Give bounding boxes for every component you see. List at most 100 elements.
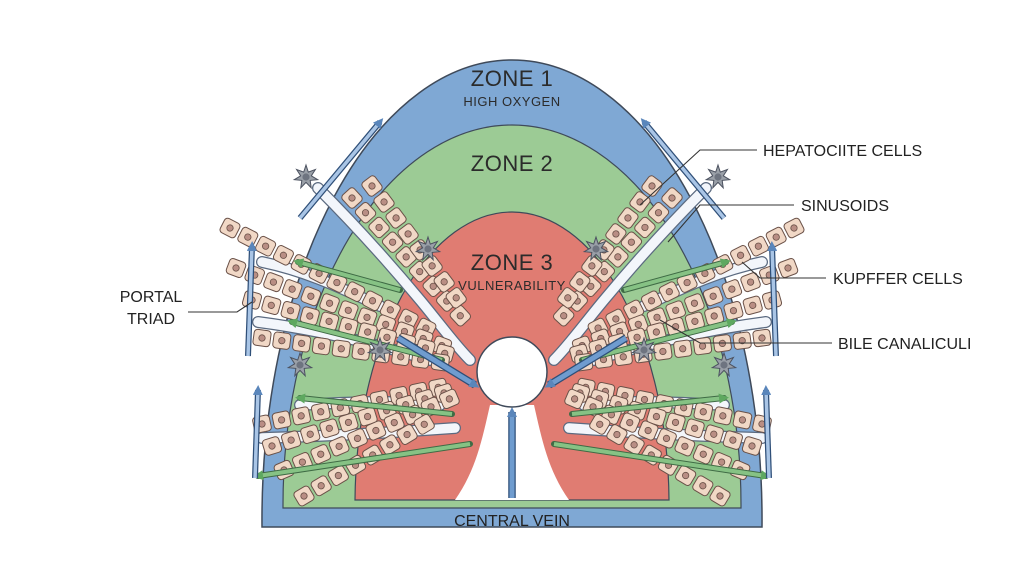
hepatocyte-cell-icon bbox=[692, 475, 714, 497]
hepatocyte-cell-icon bbox=[381, 231, 404, 253]
hepatocyte-cell-icon bbox=[589, 413, 611, 435]
hepatocyte-cell-icon bbox=[732, 410, 753, 430]
hepatocyte-cell-icon bbox=[673, 339, 693, 358]
hepatocyte-cell-icon bbox=[605, 223, 627, 245]
kupffer-cell-icon bbox=[286, 351, 314, 378]
hepatocyte-cell-icon bbox=[620, 231, 643, 253]
bile-flow-arrow-icon bbox=[553, 442, 771, 481]
kupffer-cell-icon bbox=[704, 163, 732, 190]
blood-flow-arrow-icon bbox=[298, 118, 384, 220]
hepatocyte-cell-icon bbox=[310, 444, 332, 465]
hepatocyte-cell-icon bbox=[752, 328, 772, 348]
hepatocyte-cell-icon bbox=[326, 272, 348, 293]
blood-flow-group bbox=[245, 118, 779, 498]
hepatocyte-cell-icon bbox=[237, 226, 259, 248]
hepatocyte-cell-icon bbox=[692, 444, 714, 465]
hepatocyte-cell-icon bbox=[557, 287, 579, 309]
hepatocyte-cell-icon bbox=[740, 272, 761, 293]
zone-1-subtitle: HIGH OXYGEN bbox=[463, 94, 560, 109]
blood-flow-arrow-icon bbox=[767, 241, 778, 357]
kupffer-cell-icon bbox=[414, 235, 442, 262]
hepatocyte-cell-icon bbox=[703, 424, 724, 444]
hepatocyte-cell-icon bbox=[684, 418, 705, 439]
hepatocyte-cell-icon bbox=[311, 336, 332, 356]
hepatocyte-cell-icon bbox=[564, 388, 585, 410]
kupffer-cell-icon bbox=[582, 235, 610, 262]
hepatocyte-cell-icon bbox=[709, 485, 731, 507]
hepatocyte-cell-icon bbox=[379, 434, 401, 456]
kupffer-cell-icon bbox=[366, 336, 394, 363]
hepatocyte-cell-icon bbox=[421, 255, 443, 277]
hepatocyte-cell-icon bbox=[439, 388, 460, 410]
sinusoids-label: SINUSOIDS bbox=[801, 198, 889, 215]
hepatocyte-cell-icon bbox=[449, 305, 471, 327]
hepatocyte-cell-icon bbox=[637, 420, 659, 441]
hepatocyte-cell-icon bbox=[347, 428, 368, 449]
hepatocyte-cell-icon bbox=[629, 191, 651, 213]
hepatocytes-leader bbox=[639, 149, 757, 206]
hepatocyte-cell-icon bbox=[702, 286, 724, 307]
hepatocyte-cell-icon bbox=[338, 412, 359, 433]
bile-flow-arrow-icon bbox=[623, 258, 731, 292]
hepatocyte-cell-icon bbox=[293, 485, 315, 507]
zone-3-title: ZONE 3 bbox=[471, 250, 553, 275]
hepatocyte-cell-icon bbox=[692, 336, 713, 356]
sinusoid-lumen bbox=[313, 183, 475, 365]
blood-flow-arrow-icon bbox=[252, 385, 263, 479]
hepatocyte-cell-icon bbox=[373, 191, 395, 213]
hepatocyte-cell-icon bbox=[646, 307, 668, 328]
portal-triad-label-line1: PORTAL bbox=[120, 289, 183, 306]
hepatocyte-cell-icon bbox=[661, 187, 683, 209]
hepatocyte-cell-icon bbox=[653, 342, 673, 361]
hepatocyte-cell-icon bbox=[606, 424, 628, 445]
hepatocyte-cell-icon bbox=[219, 217, 241, 239]
hepatocyte-cell-icon bbox=[351, 342, 371, 361]
hepatocyte-cell-icon bbox=[693, 402, 714, 422]
hepatocyte-cell-icon bbox=[338, 300, 359, 321]
hepatocyte-cell-icon bbox=[742, 295, 763, 316]
hepatocyte-cell-icon bbox=[263, 272, 284, 293]
hepatocyte-cell-icon bbox=[741, 436, 763, 456]
hepatocyte-cell-icon bbox=[341, 187, 363, 209]
hepatocyte-cell-icon bbox=[676, 272, 698, 293]
hepatocyte-cell-icon bbox=[361, 290, 383, 312]
hepatocyte-cell-icon bbox=[619, 412, 641, 433]
hepatocyte-cell-icon bbox=[365, 420, 387, 441]
hepatocyte-cell-icon bbox=[646, 322, 667, 342]
hepatocyte-cell-icon bbox=[658, 281, 680, 302]
hepatocyte-cell-icon bbox=[385, 207, 407, 229]
hepatocyte-cell-icon bbox=[361, 175, 383, 197]
hepatocyte-cell-icon bbox=[331, 339, 351, 358]
hepatocyte-cell-icon bbox=[225, 258, 247, 278]
hepatocyte-cell-icon bbox=[255, 235, 277, 257]
blood-flow-arrow-icon bbox=[640, 118, 726, 220]
hepatocyte-cell-icon bbox=[783, 217, 805, 239]
hepatocyte-cell-icon bbox=[261, 436, 283, 456]
hepatocyte-cell-icon bbox=[396, 424, 418, 445]
hepatocyte-cell-icon bbox=[641, 290, 663, 312]
bile-flow-arrow-icon bbox=[293, 258, 401, 292]
hepatocyte-cell-icon bbox=[704, 306, 725, 326]
hepatocyte-cell-icon bbox=[777, 258, 799, 278]
hepatocyte-cell-icon bbox=[433, 271, 455, 293]
hepatocyte-cell-icon bbox=[617, 207, 639, 229]
central-vein bbox=[476, 336, 548, 408]
central-vein-label: CENTRAL VEIN bbox=[454, 513, 570, 530]
hepatocyte-cell-icon bbox=[713, 406, 733, 426]
hepatocyte-cell-icon bbox=[723, 301, 744, 321]
hepatocyte-cell-icon bbox=[647, 201, 670, 224]
hepatocyte-cell-icon bbox=[634, 216, 656, 239]
bile-canaliculi-label: BILE CANALICULI bbox=[838, 336, 971, 353]
bile-flow-arrow-icon bbox=[571, 393, 729, 416]
hepatocyte-cell-icon bbox=[310, 402, 331, 422]
hepatocyte-cell-icon bbox=[413, 413, 435, 435]
hepatocyte-cell-icon bbox=[553, 305, 575, 327]
bile-canaliculi-group bbox=[253, 258, 771, 481]
hepatocyte-cell-icon bbox=[319, 311, 340, 332]
hepatocyte-cell-icon bbox=[291, 406, 311, 426]
hepatocyte-cell-icon bbox=[319, 293, 340, 314]
hepatocyte-cell-icon bbox=[300, 286, 322, 307]
sinusoids-leader bbox=[667, 204, 794, 243]
hepatocyte-cell-icon bbox=[299, 306, 320, 326]
hepatocyte-cell-icon bbox=[732, 331, 752, 350]
